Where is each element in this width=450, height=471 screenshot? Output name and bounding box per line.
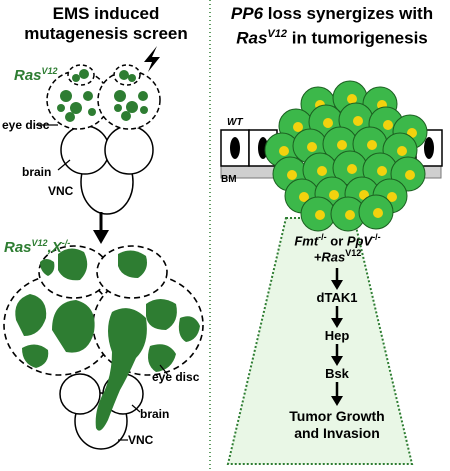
pathway-step-dtak1: dTAK1 <box>316 290 358 305</box>
eye-disc-label: eye disc <box>152 370 200 384</box>
nucleus <box>230 137 240 159</box>
nucleus <box>329 190 339 200</box>
down-arrow-icon <box>331 268 343 290</box>
wild-type-label: WT <box>227 117 243 128</box>
eye-disc-right <box>97 70 161 130</box>
title-line-2: mutagenesis screen <box>24 24 188 43</box>
right-panel-title: PP6 loss synergizes with RasV12 in tumor… <box>214 4 450 49</box>
vnc-label: VNC <box>48 184 74 198</box>
mosaic-clones-top <box>57 69 148 122</box>
nucleus <box>317 166 327 176</box>
eye-disc-leader <box>159 364 169 376</box>
down-arrow-icon <box>331 306 343 328</box>
left-panel-title: EMS induced mutagenesis screen <box>10 4 202 44</box>
nucleus <box>347 94 357 104</box>
title-line-1: PP6 loss synergizes with <box>230 4 434 23</box>
top-larval-cns <box>36 64 161 215</box>
brain-lobe-left <box>59 373 101 415</box>
basement-membrane-label: BM <box>221 174 237 185</box>
title-line-1: EMS induced <box>52 4 160 23</box>
top-genotype-label: RasV12 <box>14 66 58 84</box>
nucleus <box>345 210 355 220</box>
outcome-line-1: Tumor Growth <box>289 408 385 424</box>
nucleus <box>315 210 325 220</box>
nucleus <box>367 140 377 150</box>
nucleus <box>424 137 434 159</box>
nucleus <box>323 118 333 128</box>
nucleus <box>307 142 317 152</box>
outcome-label: Tumor Growth and Invasion <box>257 408 417 442</box>
brain-label: brain <box>22 165 52 179</box>
tumor-cell-cluster <box>264 80 428 232</box>
nucleus <box>377 166 387 176</box>
brain-lobe-right <box>104 125 154 175</box>
outcome-line-2: and Invasion <box>294 425 380 441</box>
brain-leader <box>57 159 71 171</box>
brain-label: brain <box>140 407 170 421</box>
down-arrow-icon <box>93 212 109 244</box>
nucleus <box>387 192 397 202</box>
title-line-2: RasV12 in tumorigenesis <box>236 28 428 48</box>
nucleus <box>383 120 393 130</box>
nucleus <box>287 170 297 180</box>
down-arrow-icon <box>331 344 343 366</box>
lightning-bolt-icon <box>144 46 160 72</box>
nucleus <box>353 116 363 126</box>
nucleus <box>299 192 309 202</box>
tumor-masses-bottom <box>15 248 200 431</box>
nucleus <box>397 146 407 156</box>
nucleus <box>347 164 357 174</box>
brain-lobe-left <box>60 125 110 175</box>
down-arrow-icon <box>331 382 343 406</box>
eye-disc-label: eye disc <box>2 118 50 132</box>
bottom-genotype-label: RasV12,X-/- <box>4 238 71 256</box>
nucleus <box>293 122 303 132</box>
genotype-label: Fmt-/- or PpV-/- +RasV12 <box>294 232 381 265</box>
pathway-step-hep: Hep <box>324 328 350 343</box>
vnc-label: VNC <box>128 433 154 447</box>
pathway-step-bsk: Bsk <box>325 366 349 381</box>
pathway-arrows <box>331 268 343 406</box>
nucleus <box>405 170 415 180</box>
brain-leader <box>131 404 141 413</box>
nucleus <box>279 146 289 156</box>
bottom-larval-cns <box>3 245 204 450</box>
nucleus <box>373 208 383 218</box>
nucleus <box>337 140 347 150</box>
